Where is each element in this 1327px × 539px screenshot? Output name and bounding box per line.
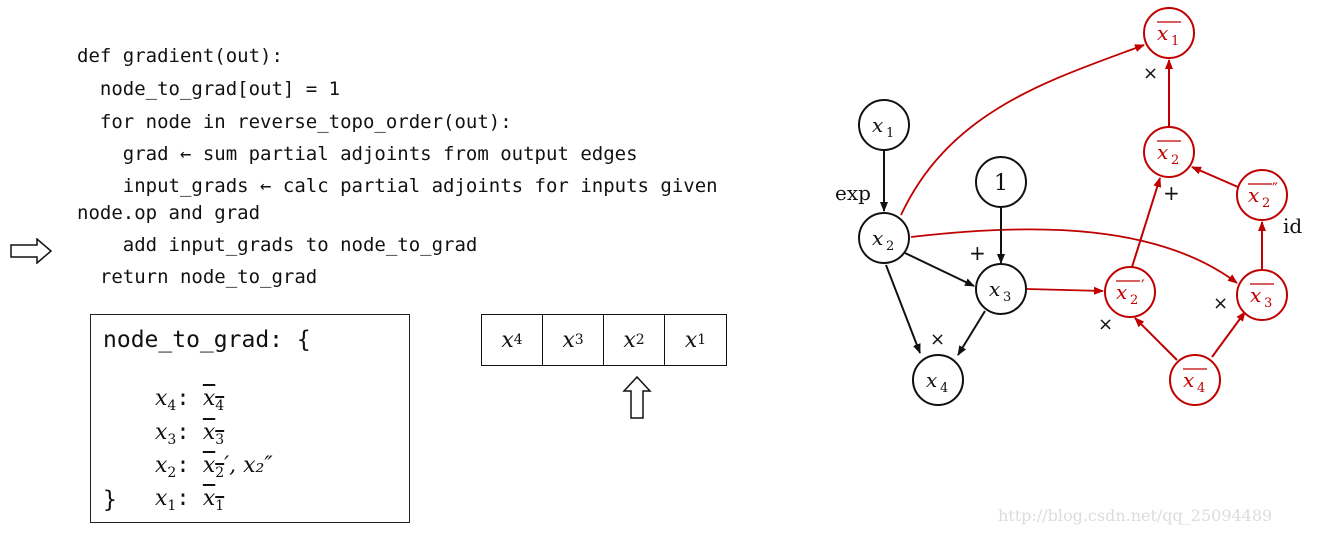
entry-key-sub: 4 [167,398,177,414]
svg-text:4: 4 [1197,381,1205,396]
svg-text:x: x [1183,368,1194,392]
svg-text:4: 4 [940,381,948,396]
entry-key-sub: 3 [167,432,177,448]
edge-x3-to-bx2p [1026,286,1104,295]
entry-value: x [202,453,216,478]
code-line-5: input_grads ← calc partial adjoints for … [77,175,718,197]
edge-x2-to-x4 [885,264,921,354]
entry-value: x [202,386,216,411]
node-bx4: x 4 [1169,354,1221,406]
svg-text:x: x [1250,283,1261,307]
edge-bx2pp-to-bx2 [1191,166,1239,188]
svg-text:2: 2 [1262,196,1270,211]
up-arrow-icon [622,376,652,419]
svg-text:x: x [1157,21,1168,45]
node-to-grad-title: node_to_grad: { [103,327,311,353]
edge-bx2p-to-bx2 [1131,177,1162,268]
svg-text:2: 2 [886,239,894,254]
entry-key: x [154,420,168,445]
svg-text:x: x [1116,280,1127,304]
entry-key: x [154,486,168,511]
entry-key: x [154,453,168,478]
node-to-grad-close: } [103,487,117,513]
entry-value: x [202,420,216,445]
node-bx2-prime: x 2 ′ [1104,266,1156,318]
svg-text:″: ″ [1272,179,1278,198]
node-to-grad-entry: x1: x1 [154,486,225,514]
op-label-times-bx2p: × [1098,314,1113,335]
node-x2: x 2 [858,212,910,264]
entry-key: x [154,386,168,411]
entry-key-sub: 1 [167,498,177,514]
svg-text:x: x [872,113,883,137]
node-x3: x 3 [975,263,1027,315]
code-line-7: add input_grads to node_to_grad [77,234,478,256]
entry-key-sub: 2 [167,465,177,481]
svg-text:′: ′ [1141,276,1145,295]
op-label-times-bx1: × [1143,63,1158,84]
edge-x2-to-x3 [904,252,975,287]
edge-x2-to-bx1 [900,44,1145,216]
svg-text:2: 2 [1171,153,1179,168]
edge-x2-to-bx3 [910,228,1238,284]
svg-text:x: x [989,277,1000,301]
edge-bx4-to-bx2p [1134,317,1178,361]
entry-value-sub: 2 [215,465,225,481]
svg-text:1: 1 [994,171,1008,196]
op-label-exp: exp [835,181,871,205]
code-line-3: for node in reverse_topo_order(out): [77,111,512,133]
code-line-6: node.op and grad [77,202,261,224]
svg-text:2: 2 [1130,293,1138,308]
op-label-times-x4: × [930,329,945,350]
node-x1: x 1 [858,99,910,151]
node-bx3: x 3 [1236,269,1288,321]
node-to-grad-entry: x2: x2′, x₂″ [154,453,273,481]
code-line-4: grad ← sum partial adjoints from output … [77,143,638,165]
svg-text:x: x [872,226,883,250]
svg-text:x: x [926,368,937,392]
code-line-1: def gradient(out): [77,45,283,67]
node-bx2-double-prime: x 2 ″ [1236,169,1288,221]
entry-value: x [202,486,216,511]
entry-value-sub: 1 [215,498,225,514]
code-line-2: node_to_grad[out] = 1 [77,78,341,100]
node-to-grad-entry: x3: x3 [154,420,225,448]
entry-value-sub: 3 [215,432,225,448]
entry-value-sub: 4 [215,398,225,414]
code-line-8: return node_to_grad [77,266,318,288]
node-to-grad-box: node_to_grad: { x4: x4 x3: x3 x2: x2′, x… [90,314,410,523]
svg-text:x: x [1248,183,1259,207]
node-bx1: x 1 [1143,7,1195,59]
svg-text:3: 3 [1264,296,1272,311]
op-label-times-bx3: × [1213,293,1228,314]
svg-text:1: 1 [886,126,894,141]
node-to-grad-entry: x4: x4 [154,386,225,414]
node-x4: x 4 [912,354,964,406]
node-bx2: x 2 [1143,126,1195,178]
edge-x3-to-x4 [957,310,986,356]
node-one: 1 [975,156,1027,208]
entry-value-extra: ′, x₂″ [224,453,273,478]
svg-text:3: 3 [1003,290,1011,305]
edge-bx4-to-bx3 [1211,311,1246,358]
op-label-plus-x3: + [969,241,986,265]
op-label-id: id [1283,214,1302,238]
svg-text:1: 1 [1171,34,1179,49]
watermark: http://blog.csdn.net/qq_25094489 [998,506,1273,525]
op-label-plus-bx2: + [1163,181,1180,205]
right-arrow-icon [10,238,53,264]
svg-text:x: x [1157,140,1168,164]
